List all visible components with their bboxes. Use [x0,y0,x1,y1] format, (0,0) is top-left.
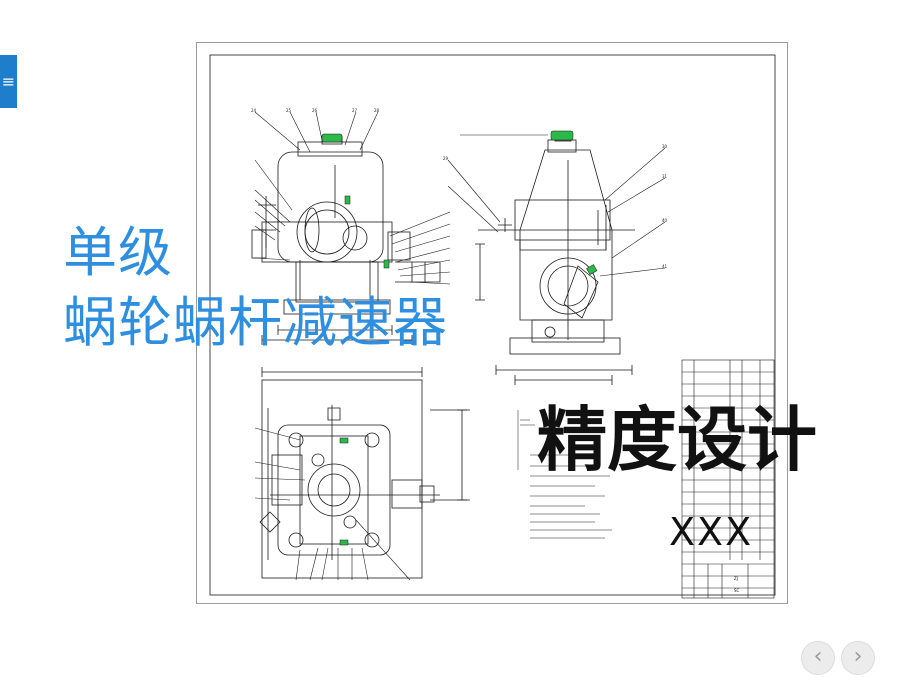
svg-text:27: 27 [352,108,358,113]
svg-text:24: 24 [251,108,257,113]
top-view [259,367,470,579]
title-line-1: 单级 [63,221,173,284]
author-name: XXX [669,510,754,554]
svg-text:30: 30 [662,144,668,149]
svg-text:28: 28 [374,108,380,113]
next-slide-button[interactable]: › [841,641,875,675]
svg-text:29: 29 [443,156,449,161]
chevron-left-icon: ‹ [813,644,823,669]
svg-text:ZJ: ZJ [734,576,738,581]
chevron-right-icon: › [853,644,863,669]
side-view-leaders [447,134,666,277]
engineering-drawing-sheet [196,42,788,604]
svg-text:41: 41 [662,264,668,269]
previous-slide-button[interactable]: ‹ [801,641,835,675]
svg-text:25: 25 [286,108,292,113]
side-view [475,131,635,385]
drawing-inner-frame [209,54,776,596]
svg-text:40: 40 [662,218,668,223]
title-line-2: 蜗轮蜗杆减速器 [63,291,448,354]
side-menu-tab[interactable]: ≡ [0,55,17,108]
front-view-leaders [254,111,451,285]
technical-notes [517,410,612,539]
svg-text:26: 26 [312,108,318,113]
svg-text:SC: SC [734,588,740,593]
menu-icon: ≡ [1,72,16,91]
top-view-leaders [254,427,411,581]
svg-text:31: 31 [662,174,668,179]
subtitle: 精度设计 [537,399,817,481]
highlighted-parts [321,130,598,546]
title-block [681,359,775,599]
